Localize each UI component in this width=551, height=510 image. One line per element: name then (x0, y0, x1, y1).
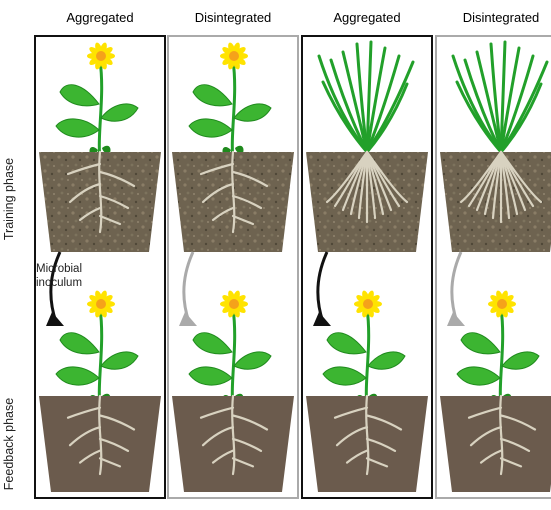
training-plant-1-leaf-right (101, 104, 138, 121)
panel-4 (436, 36, 551, 498)
training-phase-label: Training phase (2, 134, 16, 264)
feedback-plant-4-leaf-right (502, 352, 539, 369)
training-plant-2-flower-center (229, 51, 239, 61)
training-plant-2-leaf-upper-left (193, 85, 232, 106)
feedback-plant-2-leaf-right (234, 352, 271, 369)
column-header-1: Aggregated (35, 10, 165, 25)
feedback-plant-1-leaf-upper-left (60, 333, 99, 354)
feedback-plant-3-flower-center (363, 299, 373, 309)
training-plant-2-stem (232, 60, 234, 160)
feedback-plant-3-leaf-lower-left (323, 367, 366, 385)
training-plant-1-stem (99, 60, 101, 160)
inoculum-arrow-2 (184, 252, 193, 322)
feedback-plant-1-leaf-lower-left (56, 367, 99, 385)
feedback-plant-2-flower-center (229, 299, 239, 309)
inoculum-arrow-3 (318, 252, 327, 322)
feedback-plant-2-stem (232, 308, 234, 408)
panel-3 (302, 36, 432, 498)
feedback-plant-4-leaf-upper-left (461, 333, 500, 354)
feedback-plant-3-stem (366, 308, 368, 408)
feedback-plant-1-flower-center (96, 299, 106, 309)
training-plant-1-leaf-upper-left (60, 85, 99, 106)
feedback-plant-1-leaf-right (101, 352, 138, 369)
feedback-phase-label: Feedback phase (2, 379, 16, 509)
feedback-plant-4-leaf-lower-left (457, 367, 500, 385)
feedback-plant-2-leaf-lower-left (189, 367, 232, 385)
microbial-inoculum-text: Microbial inoculum (36, 262, 92, 290)
inoculum-arrow-4 (452, 252, 461, 322)
microbial-inoculum-label: Microbial inoculum (36, 262, 92, 290)
training-plant-2-leaf-right (234, 104, 271, 121)
training-plant-2-leaf-lower-left (189, 119, 232, 137)
column-header-2: Disintegrated (168, 10, 298, 25)
panel-2 (168, 36, 298, 498)
feedback-plant-3-leaf-upper-left (327, 333, 366, 354)
feedback-plant-1-stem (99, 308, 101, 408)
training-plant-1-flower-center (96, 51, 106, 61)
feedback-plant-4-flower-center (497, 299, 507, 309)
feedback-plant-3-leaf-right (368, 352, 405, 369)
feedback-pot-4 (440, 396, 551, 492)
column-header-3: Aggregated (302, 10, 432, 25)
feedback-plant-2-leaf-upper-left (193, 333, 232, 354)
training-plant-1-leaf-lower-left (56, 119, 99, 137)
feedback-plant-4-stem (500, 308, 502, 408)
column-header-4: Disintegrated (436, 10, 551, 25)
